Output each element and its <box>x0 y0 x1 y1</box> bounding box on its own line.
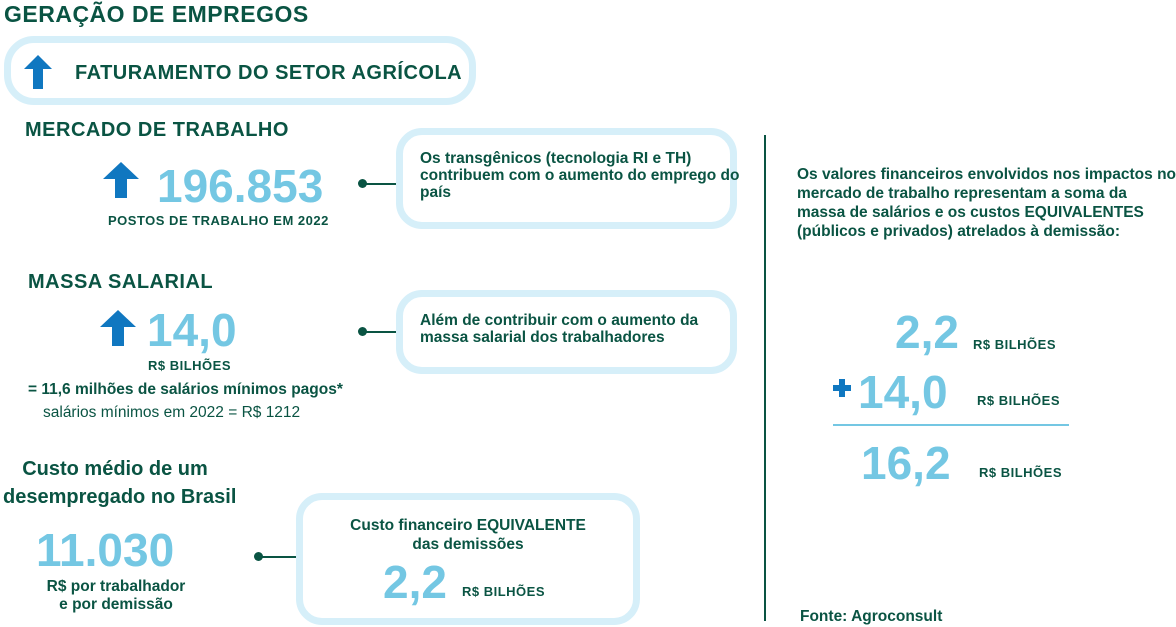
mercado-heading: MERCADO DE TRABALHO <box>25 119 289 141</box>
connector-line <box>260 556 298 558</box>
mercado-unit: POSTOS DE TRABALHO EM 2022 <box>108 213 329 228</box>
custo-box-value: 2,2 <box>383 556 447 608</box>
custo-box-unit: R$ BILHÕES <box>462 584 546 599</box>
summary-total-value: 16,2 <box>861 437 951 489</box>
connector-dot <box>358 327 367 336</box>
summary-total-unit: R$ BILHÕES <box>979 465 1063 480</box>
faturamento-pill <box>4 36 476 105</box>
custo-box: Custo financeiro EQUIVALENTE das demissõ… <box>296 493 640 625</box>
custo-heading-line2: desempregado no Brasil <box>3 486 237 508</box>
summary-value-1: 2,2 <box>895 306 959 358</box>
mercado-value: 196.853 <box>157 160 324 212</box>
massa-footnote: salários mínimos em 2022 = R$ 1212 <box>43 404 301 421</box>
faturamento-label: FATURAMENTO DO SETOR AGRÍCOLA <box>75 62 463 84</box>
connector-line <box>364 331 398 333</box>
massa-equivalence: = 11,6 milhões de salários mínimos pagos… <box>28 381 343 398</box>
custo-box-line1: Custo financeiro EQUIVALENTE <box>350 517 586 534</box>
massa-value: 14,0 <box>147 304 237 356</box>
custo-value: 11.030 <box>36 524 175 576</box>
connector-line <box>364 183 398 185</box>
summary-value-2: 14,0 <box>858 366 948 418</box>
connector-dot <box>254 552 263 561</box>
custo-unit-line1: R$ por trabalhador <box>46 578 186 595</box>
mercado-note-box: Os transgênicos (tecnologia RI e TH) con… <box>396 128 740 229</box>
page-title: GERAÇÃO DE EMPREGOS <box>4 1 309 27</box>
custo-heading-line1: Custo médio de um <box>22 458 208 480</box>
source-note: Fonte: Agroconsult <box>800 608 943 625</box>
mercado-note: Os transgênicos (tecnologia RI e TH) con… <box>420 150 740 201</box>
custo-box-line2: das demissões <box>412 536 524 553</box>
massa-note-box: Além de contribuir com o aumento da mass… <box>396 290 737 374</box>
vertical-divider <box>764 135 766 621</box>
sum-line <box>833 424 1069 426</box>
massa-note: Além de contribuir com o aumento da mass… <box>420 312 699 346</box>
connector-dot <box>358 179 367 188</box>
massa-unit: R$ BILHÕES <box>148 358 232 373</box>
summary-text: Os valores financeiros envolvidos nos im… <box>797 166 1176 240</box>
summary-unit-2: R$ BILHÕES <box>977 393 1061 408</box>
summary-unit-1: R$ BILHÕES <box>973 337 1057 352</box>
custo-unit-line2: e por demissão <box>59 596 173 613</box>
massa-heading: MASSA SALARIAL <box>28 271 214 293</box>
